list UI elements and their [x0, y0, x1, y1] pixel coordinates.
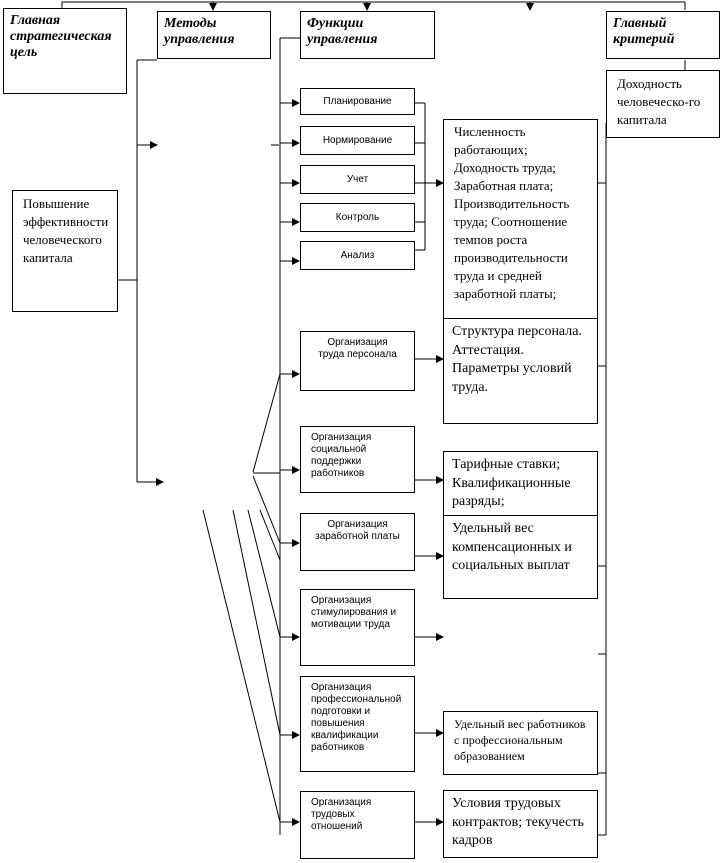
org-labor: Организация труда персонала	[300, 331, 415, 391]
indicator-structure: Структура персонала. Аттестация. Парамет…	[443, 318, 598, 424]
goal-value: Повышение эффективности человеческого ка…	[12, 190, 118, 312]
criterion-value: Доходность человеческо-го капитала	[606, 70, 720, 138]
org-relations: Организация трудовых отношений	[300, 791, 415, 859]
function-analysis: Анализ	[300, 241, 415, 270]
org-social-support: Организация социальной поддержки работни…	[300, 426, 415, 493]
goal-header: Главная стратегическая цель	[3, 8, 127, 94]
indicator-education: Удельный вес работников с профессиональн…	[443, 711, 598, 775]
org-motivation: Организация стимулирования и мотивации т…	[300, 589, 415, 666]
function-accounting: Учет	[300, 165, 415, 194]
indicator-contracts: Условия трудовых контрактов; текучесть к…	[443, 790, 598, 858]
function-planning: Планирование	[300, 88, 415, 115]
criterion-header: Главный критерий	[606, 11, 720, 59]
indicator-tariff: Тарифные ставки; Квалификационные разряд…	[443, 451, 598, 516]
org-training: Организация профессиональной подготовки …	[300, 676, 415, 772]
function-control: Контроль	[300, 203, 415, 232]
indicator-compensation: Удельный вес компенсационных и социальны…	[443, 515, 598, 599]
org-wages: Организация заработной платы	[300, 513, 415, 571]
function-norming: Нормирование	[300, 126, 415, 155]
methods-header: Методы управления	[157, 11, 271, 59]
functions-header: Функции управления	[300, 11, 435, 59]
indicator-main: Численность работающих; Доходность труда…	[443, 119, 598, 319]
